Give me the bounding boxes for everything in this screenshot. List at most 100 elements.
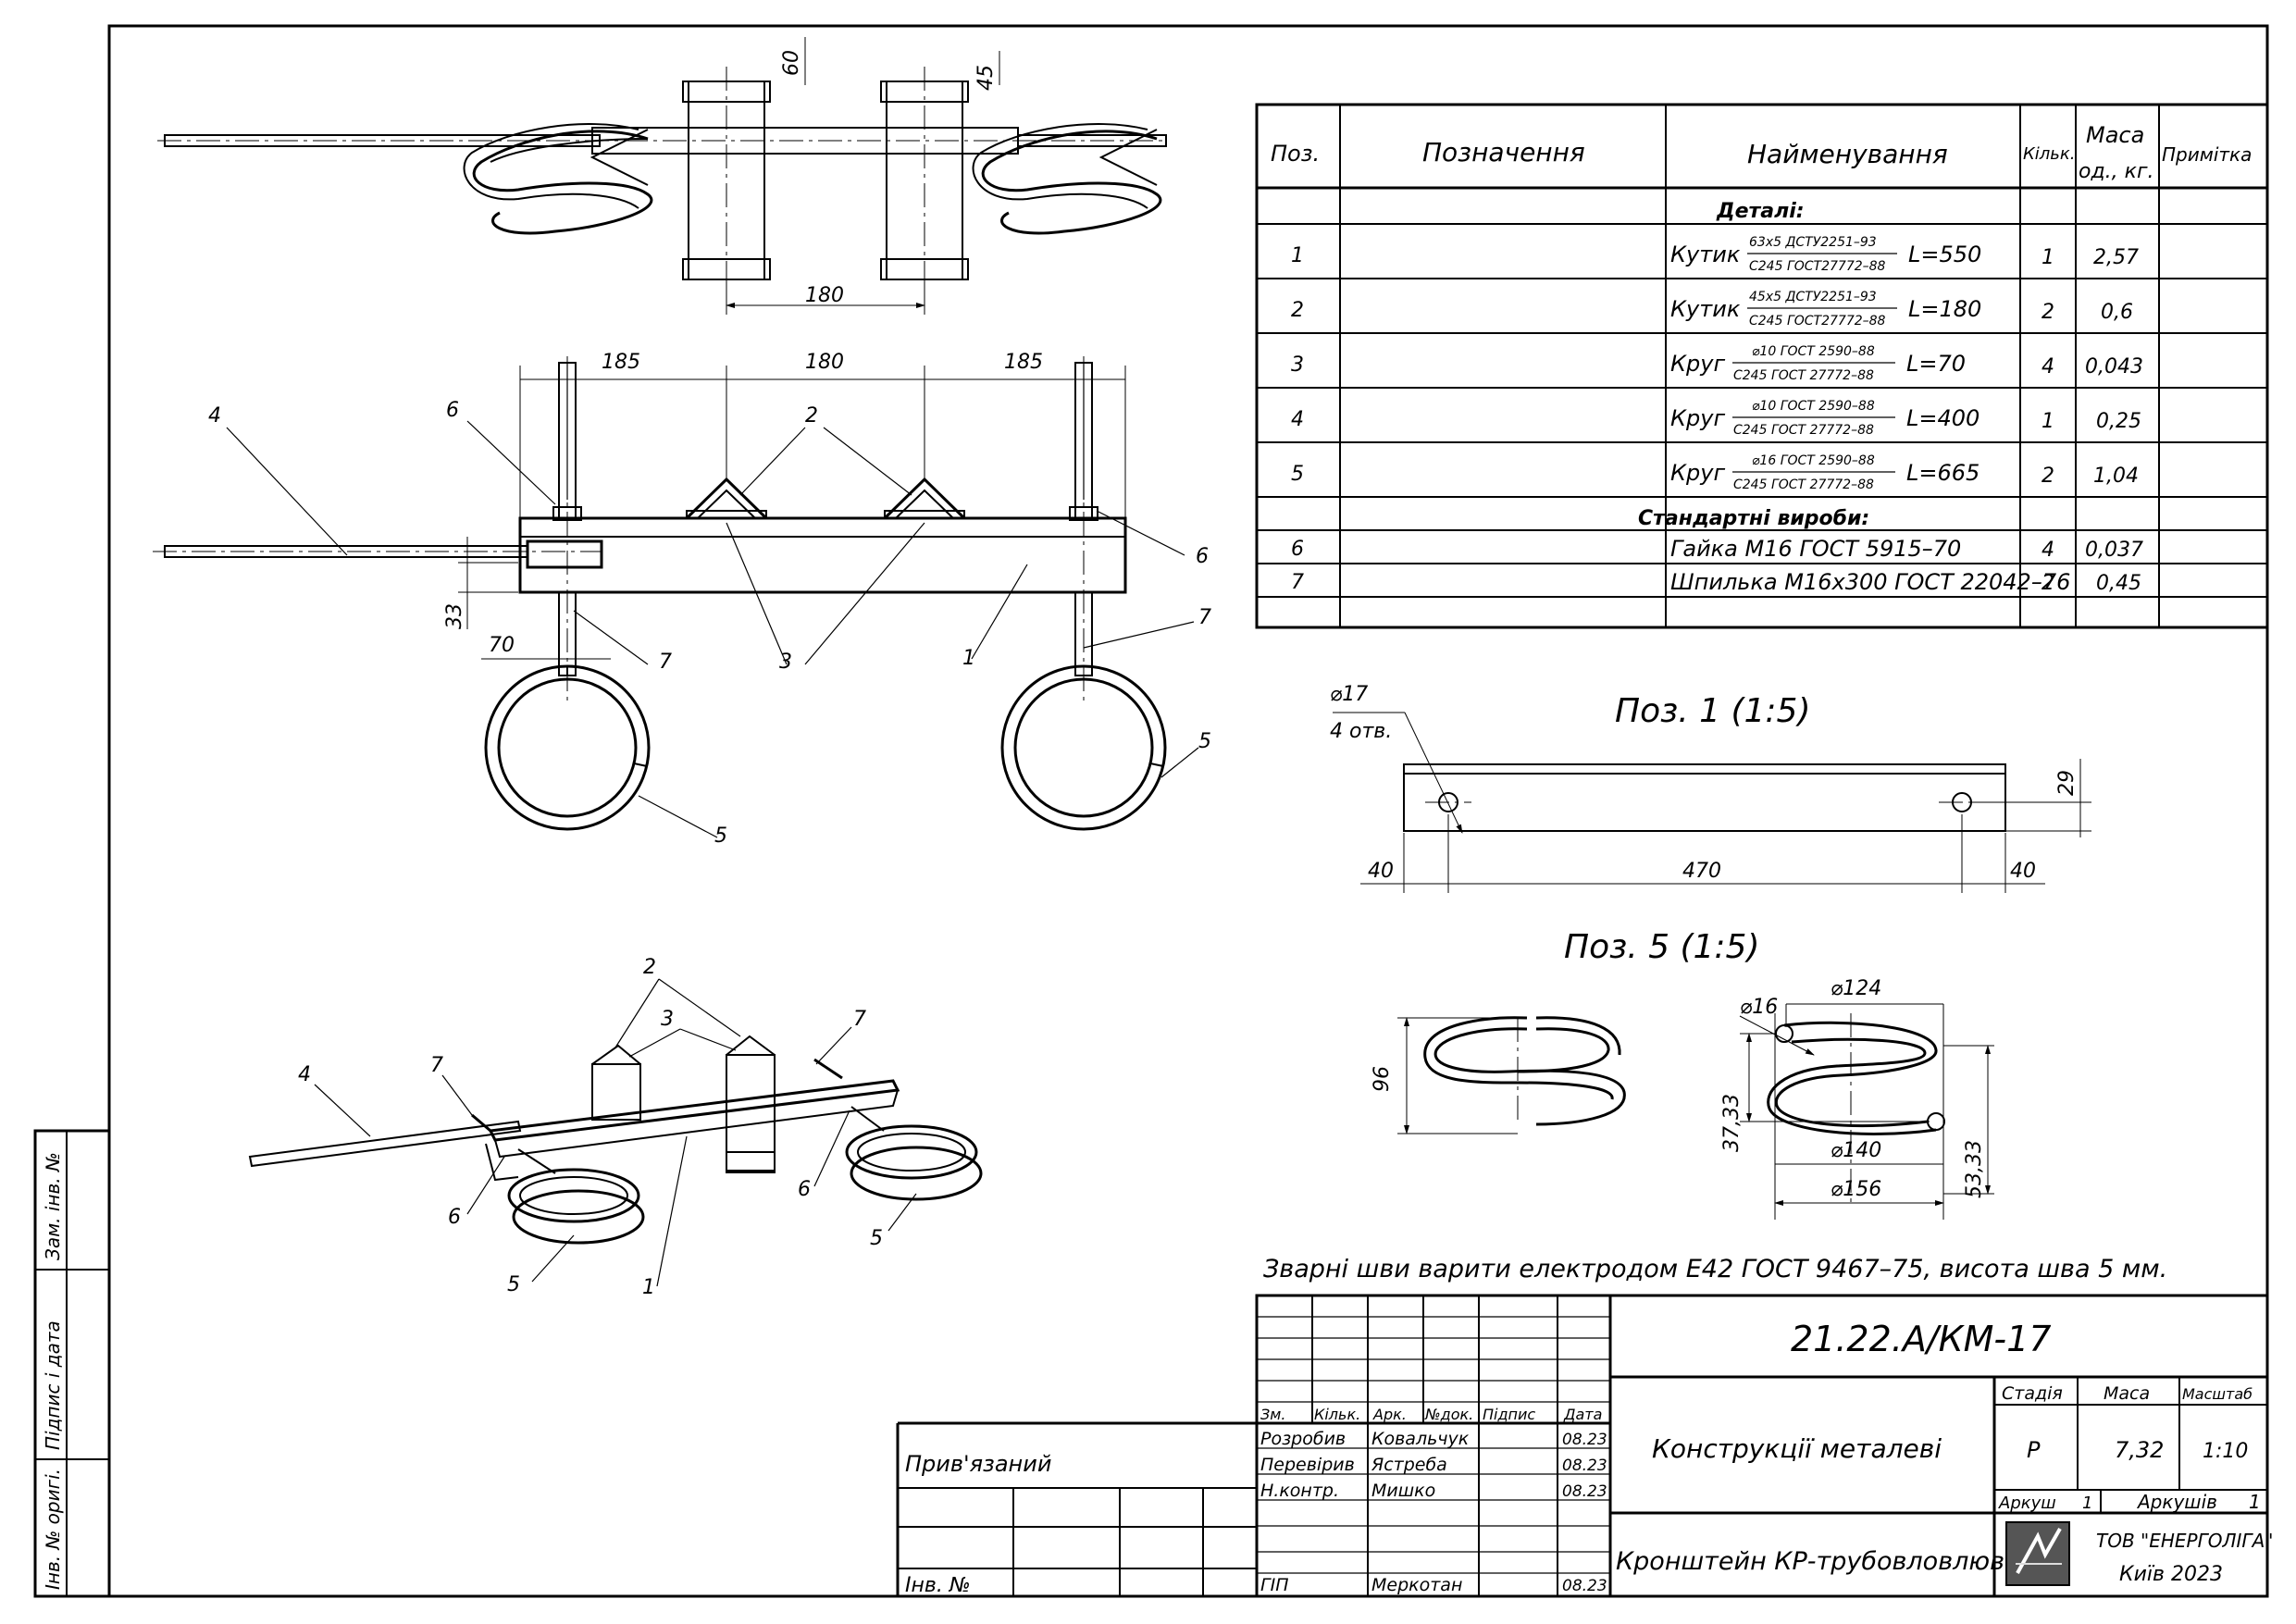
- tb-date-1: 08.23: [1562, 1431, 1607, 1449]
- front-stud-left: [552, 356, 582, 703]
- detail5-dim-rod: ⌀16: [1740, 996, 1778, 1019]
- tb-mass: 7,32: [2115, 1437, 2164, 1463]
- front-callout-3: 3: [779, 651, 792, 674]
- bom-row-2-qty: 2: [2042, 301, 2054, 324]
- tb-sheets-label: Аркушів: [2136, 1491, 2217, 1513]
- detail5-coil-view-a: [1423, 1016, 1626, 1126]
- bom-std-6-mass: 0,037: [2085, 539, 2143, 562]
- bom-row-4-mass: 0,25: [2096, 410, 2141, 433]
- bom-row-3-spec-bottom: С245 ГОСТ 27772–88: [1733, 368, 1874, 383]
- front-dim-180: 180: [805, 351, 844, 374]
- iso-callout-4: 4: [298, 1063, 311, 1086]
- tb-name-4: Меркотан: [1371, 1575, 1462, 1595]
- tb-company: ТОВ "ЕНЕРГОЛІГА": [2096, 1530, 2273, 1552]
- detail1-dim-40-left: 40: [1368, 860, 1394, 883]
- bom-table: Поз. Позначення Найменування Кільк. Маса…: [1255, 103, 2269, 629]
- tb-col-qty: Кільк.: [1314, 1406, 1360, 1423]
- bom-row-5-name: Круг: [1670, 460, 1725, 486]
- sheet-frame: [107, 24, 2269, 1598]
- detail5-coil-view-b: [1767, 1013, 1945, 1203]
- bom-std-7-name: Шпилька М16х300 ГОСТ 22042–76: [1670, 569, 2070, 595]
- bom-row-5-length: L=665: [1906, 460, 1980, 486]
- front-dim-185-left: 185: [602, 351, 640, 374]
- bom-std-6-pos: 6: [1291, 538, 1304, 561]
- bom-row-3-mass: 0,043: [2085, 355, 2143, 378]
- bom-row-5-mass: 1,04: [2093, 465, 2139, 488]
- bom-row-1-spec-bottom: С245 ГОСТ27772–88: [1749, 259, 1886, 274]
- top-dim-45: 45: [974, 65, 998, 91]
- detail5-title: Поз. 5 (1:5): [1564, 928, 1760, 966]
- tb-date-2: 08.23: [1562, 1457, 1607, 1475]
- detail1-title: Поз. 1 (1:5): [1615, 692, 1811, 730]
- top-view-coil-right: [972, 123, 1162, 235]
- bom-header-qty: Кільк.: [2023, 144, 2076, 164]
- side-stamp: Зам. інв. № Підпис і дата Інв. № оригі.: [33, 1129, 111, 1598]
- detail5-dim-d140: ⌀140: [1831, 1139, 1881, 1162]
- front-callout-7a: 7: [659, 651, 672, 674]
- bom-row-4-name: Круг: [1670, 405, 1725, 431]
- detail1-hole-count: 4 отв.: [1330, 720, 1392, 743]
- bom-header-pos: Поз.: [1271, 141, 1320, 167]
- front-angle-2-right: [883, 477, 966, 520]
- detail1-dim-40-right: 40: [2010, 860, 2036, 883]
- tb-mass-label: Маса: [2104, 1383, 2150, 1404]
- tb-inv: Інв. №: [905, 1574, 971, 1597]
- front-angle: [518, 516, 1127, 594]
- bom-row-3-spec-top: ⌀10 ГОСТ 2590–88: [1752, 344, 1875, 359]
- bom-row-2-spec-top: 45х5 ДСТУ2251–93: [1749, 290, 1877, 304]
- bom-header-note: Примітка: [2162, 143, 2252, 166]
- front-dim-185-right: 185: [1004, 351, 1043, 374]
- bom-row-5-spec-top: ⌀16 ГОСТ 2590–88: [1752, 453, 1875, 468]
- bom-std-7-qty: 2: [2042, 572, 2054, 595]
- tb-date-3: 08.23: [1562, 1482, 1607, 1501]
- bom-header-mass: Маса: [2086, 122, 2144, 148]
- bom-row-3-name: Круг: [1670, 351, 1725, 377]
- side-stamp-zam: Зам. інв. №: [42, 1152, 64, 1260]
- front-callout-7b: 7: [1198, 606, 1211, 629]
- iso-callout-3: 3: [661, 1008, 674, 1031]
- top-view: 180 60 45: [157, 37, 1167, 315]
- top-dim-180: 180: [805, 284, 844, 307]
- tb-stage-label: Стадія: [2002, 1383, 2063, 1404]
- tb-scale: 1:10: [2203, 1440, 2248, 1463]
- front-coil-right: [1000, 664, 1167, 831]
- bom-row-2-mass: 0,6: [2101, 301, 2133, 324]
- bom-std-6-name: Гайка М16 ГОСТ 5915–70: [1670, 536, 1961, 562]
- iso-coil-left: [507, 1148, 645, 1245]
- front-callout-5b: 5: [1198, 730, 1211, 753]
- front-stud-right: [1069, 356, 1098, 703]
- bom-row-4-qty: 1: [2042, 410, 2054, 433]
- bom-section-standard: Стандартні вироби:: [1638, 507, 1869, 530]
- tb-sheet-label: Аркуш: [1998, 1494, 2056, 1513]
- iso-callout-1: 1: [642, 1276, 655, 1299]
- detail5-dim-d156: ⌀156: [1831, 1178, 1881, 1201]
- iso-pipe-right: [726, 1035, 776, 1173]
- tb-col-date: Дата: [1563, 1406, 1602, 1423]
- tb-name-2: Ястреба: [1371, 1455, 1447, 1475]
- side-stamp-orig: Інв. № оригі.: [42, 1469, 64, 1590]
- iso-callout-7b: 7: [853, 1008, 866, 1031]
- front-view: 185 180 185 33 70 4 6 2 6 7 7 3 1 5 5: [153, 351, 1211, 848]
- weld-note: Зварні шви варити електродом Е42 ГОСТ 94…: [1263, 1255, 2167, 1283]
- front-angle-2-left: [685, 477, 768, 520]
- bom-row-1-length: L=550: [1908, 242, 1981, 267]
- iso-callout-5b: 5: [870, 1227, 883, 1250]
- title-block: Зм. Кільк. Арк. №док. Підпис Дата Розроб…: [896, 1294, 2273, 1598]
- bom-row-3-length: L=70: [1906, 351, 1966, 377]
- detail1-plate: [1403, 763, 2006, 832]
- bom-std-6-qty: 4: [2042, 539, 2054, 562]
- bom-row-2-pos: 2: [1291, 299, 1304, 322]
- tb-role-3: Н.контр.: [1260, 1481, 1339, 1501]
- bom-section-parts: Деталі:: [1716, 200, 1805, 223]
- bom-header-name: Найменування: [1747, 139, 1948, 169]
- tb-name-1: Ковальчук: [1371, 1429, 1470, 1449]
- bom-row-1-spec-top: 63х5 ДСТУ2251–93: [1749, 235, 1877, 250]
- bom-row-2-spec-bottom: С245 ГОСТ27772–88: [1749, 314, 1886, 329]
- tb-sheet: 1: [2082, 1494, 2092, 1513]
- tb-city: Київ 2023: [2119, 1563, 2223, 1586]
- front-coil-left: [484, 664, 651, 831]
- iso-callout-5a: 5: [507, 1273, 520, 1296]
- tb-col-sign: Підпис: [1483, 1406, 1535, 1423]
- bom-row-4-length: L=400: [1906, 405, 1980, 431]
